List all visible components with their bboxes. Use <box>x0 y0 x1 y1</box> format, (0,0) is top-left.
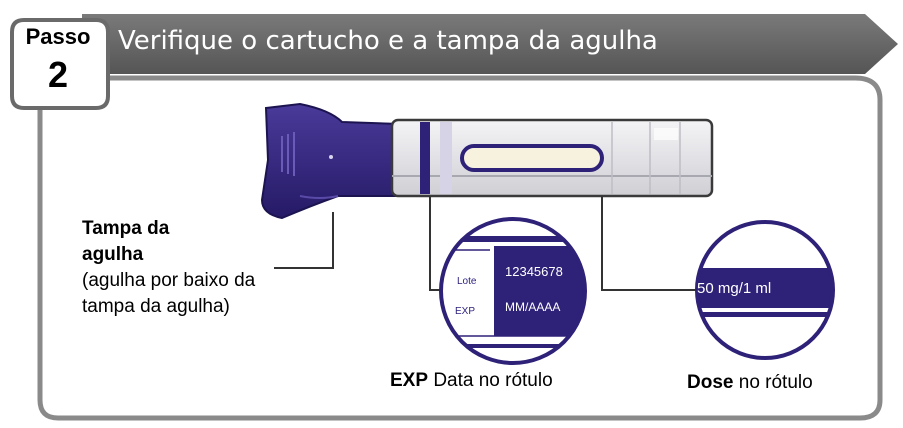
needle-cap-label-bold: Tampa da agulha <box>82 218 170 265</box>
exp-caption-bold: EXP <box>390 370 429 391</box>
step-number: 2 <box>47 54 69 95</box>
dose-caption-rest: no rótulo <box>738 372 813 393</box>
needle-cap-label-note: (agulha por baixo da tampa da agulha) <box>82 270 256 317</box>
page-title: Verifique o cartucho e a tampa da agulha <box>118 26 658 56</box>
label-dark-panel <box>494 246 585 336</box>
lot-key: Lote <box>457 276 477 287</box>
lot-value: 12345678 <box>505 264 563 279</box>
dose-band <box>697 268 833 308</box>
dose-leader <box>601 196 697 291</box>
inspection-window <box>460 144 604 172</box>
pen-device <box>260 102 714 220</box>
exp-caption-rest: Data no rótulo <box>433 370 553 391</box>
dose-inset <box>695 220 835 360</box>
label-inset <box>439 217 587 365</box>
exp-key: EXP <box>455 306 476 317</box>
header-band <box>82 14 898 74</box>
dose-caption: Dose no rótulo <box>687 372 813 394</box>
dose-caption-bold: Dose <box>687 372 734 393</box>
exp-caption: EXP Data no rótulo <box>390 370 553 392</box>
needle-cap-leader <box>274 212 334 269</box>
exp-value: MM/AAAA <box>505 300 561 314</box>
needle-cap-label: Tampa da agulha (agulha por baixo da tam… <box>82 216 282 320</box>
step-badge <box>10 18 110 110</box>
dose-value: 50 mg/1 ml <box>697 280 772 297</box>
step-word: Passo <box>25 24 91 49</box>
